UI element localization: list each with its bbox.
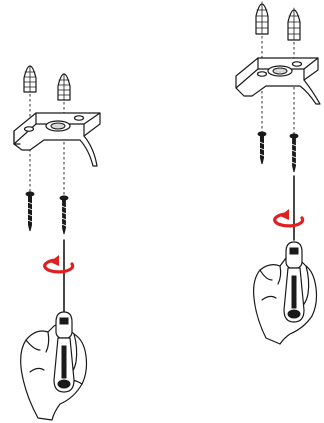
- screwdriver-icon: [283, 241, 305, 323]
- screw-icon: [289, 133, 299, 173]
- right-panel: [235, 1, 321, 345]
- screwdriver-icon: [53, 311, 75, 393]
- screw-icon: [59, 195, 69, 235]
- screw-icon: [257, 131, 267, 165]
- wall-plug-icon: [287, 7, 301, 41]
- wall-plug-icon: [57, 73, 71, 101]
- wall-plug-icon: [23, 65, 37, 93]
- mounting-bracket-icon: [235, 57, 321, 105]
- mounting-bracket-icon: [13, 112, 101, 167]
- left-panel: [13, 65, 101, 421]
- wall-plug-icon: [255, 1, 269, 35]
- rotation-arrow-icon: [273, 209, 305, 228]
- rotation-arrow-icon: [43, 255, 75, 274]
- hand-icon: [20, 323, 88, 421]
- screw-icon: [25, 191, 35, 232]
